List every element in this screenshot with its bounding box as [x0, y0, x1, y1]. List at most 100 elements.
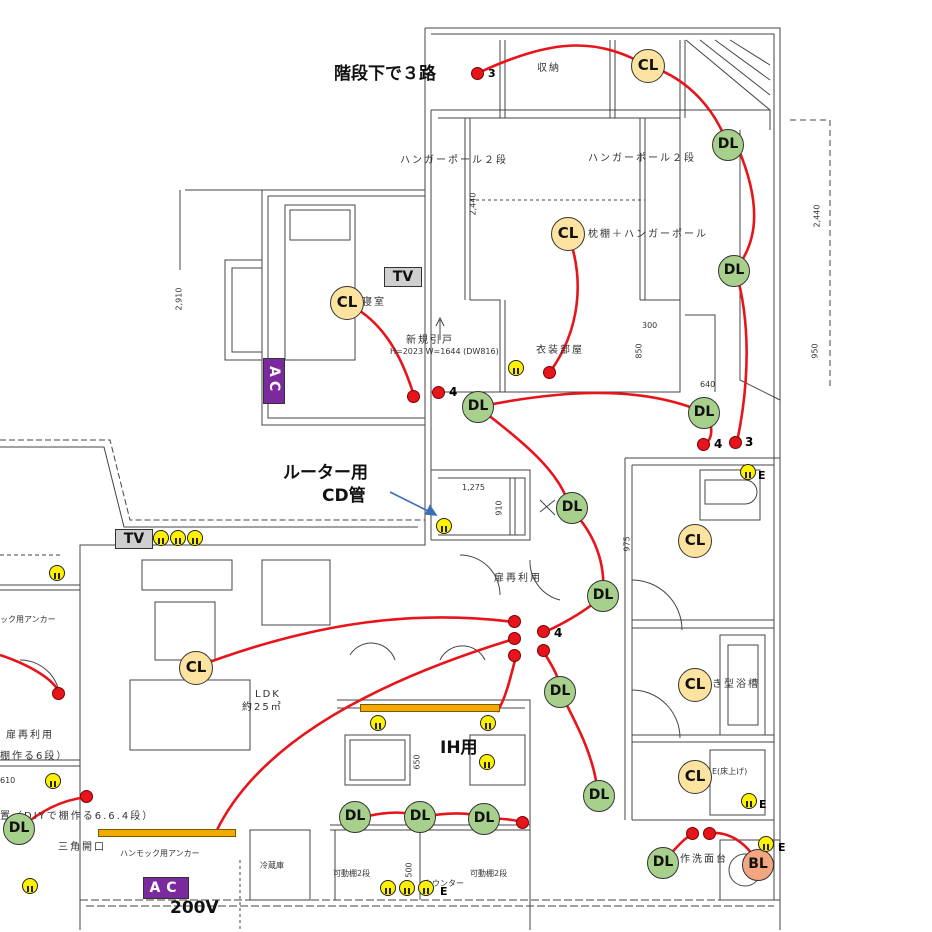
ceiling-light: CL [179, 651, 213, 685]
outlet [399, 880, 415, 896]
switch [471, 67, 484, 80]
outlet [741, 793, 757, 809]
outlet [508, 360, 524, 376]
triangle-opening-label: 三角開口 [58, 842, 106, 853]
outlet [436, 518, 452, 534]
ceiling-light: CL [678, 668, 712, 702]
bath-label: き型浴槽 [712, 679, 760, 690]
switch [543, 366, 556, 379]
switch [537, 625, 550, 638]
four-way-mark: 4 [449, 385, 458, 399]
hammock-anchor-bar-kitchen [360, 704, 500, 712]
switch [508, 649, 521, 662]
hanger-pole-right-label: ハンガーポール２段 [588, 153, 696, 164]
switch [537, 644, 550, 657]
switch [516, 816, 529, 829]
outlet [170, 530, 186, 546]
switch [697, 438, 710, 451]
outlet [370, 715, 386, 731]
outlet [418, 880, 434, 896]
outlet [49, 565, 65, 581]
four-way-mark: 4 [714, 437, 723, 451]
dim-850: 850 [634, 343, 644, 359]
dim-975: 975 [622, 536, 632, 552]
dim-650: 650 [412, 754, 422, 770]
downlight: DL [462, 391, 494, 423]
outlet [740, 464, 756, 480]
switch [508, 615, 521, 628]
downlight: DL [404, 801, 436, 833]
ceiling-light: CL [551, 217, 585, 251]
ldk-label: LDK [255, 689, 281, 700]
ih-label: IH用 [440, 738, 478, 758]
shelf-note-label: 置（DIYで棚作る6.6.4段） [0, 811, 155, 822]
closet-room-label: 衣装部屋 [536, 345, 584, 356]
movable-shelf-right-label: 可動棚2段 [470, 869, 508, 878]
switch [729, 436, 742, 449]
dim-300: 300 [642, 321, 658, 330]
dim-2440-closet: 2,440 [468, 192, 478, 216]
voltage-label: 200V [170, 898, 219, 918]
outlet [45, 773, 61, 789]
ceiling-light: CL [678, 760, 712, 794]
door-reuse-label: 扉再利用 [494, 573, 542, 584]
dim-610: 610 [0, 776, 16, 785]
ac-unit-ldk: AC [143, 877, 189, 899]
switch [80, 790, 93, 803]
downlight: DL [556, 492, 588, 524]
dim-640: 640 [700, 380, 716, 389]
dim-950: 950 [810, 343, 820, 359]
ceiling-light: CL [678, 524, 712, 558]
fridge-label: 冷蔵庫 [260, 861, 284, 870]
door-reuse-left-label: 扉再利用 [6, 730, 54, 741]
hammock-anchor-bottom-label: ハンモック用アンカー [120, 849, 200, 858]
storage-label: 収納 [537, 63, 561, 74]
stairs-three-way-note: 階段下で３路 [334, 64, 436, 84]
earth-mark: E [759, 798, 767, 811]
dim-910: 910 [494, 500, 504, 516]
outlet [758, 836, 774, 852]
door-spec-label: H=2023 W=1644 (DW816) [390, 347, 499, 356]
dim-500: 500 [404, 862, 414, 878]
floor-raise-label: E(床上げ) [712, 767, 748, 776]
downlight: DL [3, 813, 35, 845]
three-way-mark: 3 [745, 435, 754, 449]
bath-light: BL [742, 849, 774, 881]
downlight: DL [718, 255, 750, 287]
earth-mark: E [758, 469, 766, 482]
movable-shelf-left-label: 可動棚2段 [333, 869, 371, 878]
switch [432, 386, 445, 399]
ldk-area-label: 約25㎡ [242, 702, 283, 713]
router-note-line1: ルーター用 [283, 463, 368, 483]
new-sliding-door-label: 新規引戸 [406, 335, 454, 346]
outlet [153, 530, 169, 546]
router-note-line2: CD管 [322, 486, 366, 506]
earth-mark: E [778, 841, 786, 854]
counter-label: カウンター [424, 879, 464, 888]
ceiling-light: CL [631, 49, 665, 83]
downlight: DL [339, 801, 371, 833]
downlight: DL [688, 397, 720, 429]
downlight: DL [544, 676, 576, 708]
downlight: DL [468, 803, 500, 835]
three-way-mark: 3 [488, 67, 496, 80]
downlight: DL [647, 847, 679, 879]
outlet [22, 878, 38, 894]
downlight: DL [583, 780, 615, 812]
switch [703, 827, 716, 840]
switch [508, 632, 521, 645]
bedroom-label: 寝室 [362, 297, 386, 308]
outlet [480, 715, 496, 731]
downlight: DL [712, 129, 744, 161]
pillow-shelf-label: 枕棚＋ハンガーポール [588, 229, 708, 240]
switch [686, 827, 699, 840]
hammock-anchor-bar-ldk [98, 829, 236, 837]
outlet [380, 880, 396, 896]
ac-unit-bedroom: AC [263, 358, 285, 404]
dim-1275: 1,275 [462, 483, 485, 492]
hammock-anchor-left-label: ック用アンカー [0, 615, 56, 624]
shelf-six-label: 棚作る6段） [0, 751, 69, 762]
tv-outlet-ldk: TV [115, 529, 153, 549]
tv-outlet-bedroom: TV [384, 267, 422, 287]
